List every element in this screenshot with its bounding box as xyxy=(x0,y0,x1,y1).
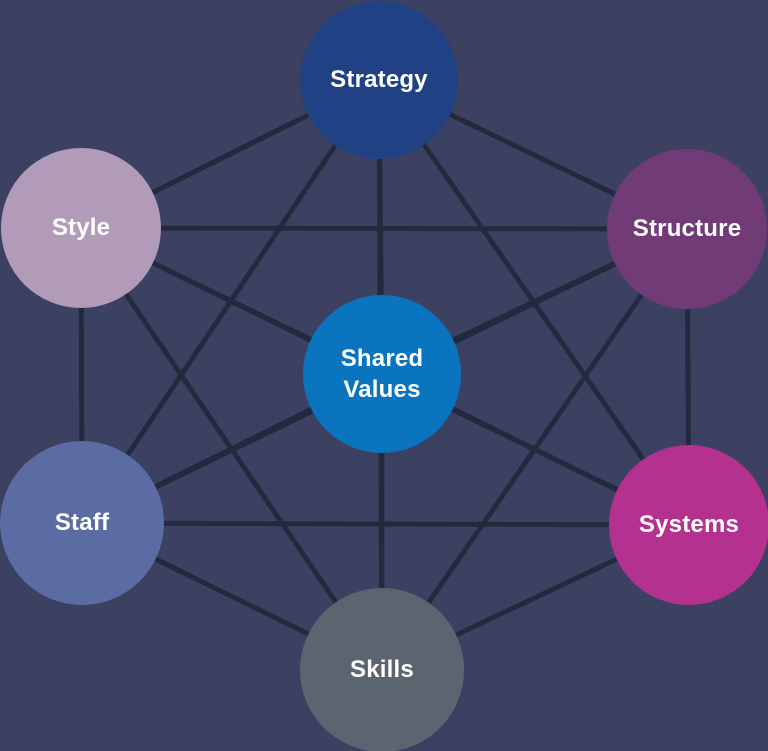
node-strategy: Strategy xyxy=(300,1,458,159)
node-shared-values: Shared Values xyxy=(303,295,461,453)
node-structure: Structure xyxy=(607,149,767,309)
node-skills-label: Skills xyxy=(350,656,414,684)
node-staff-label: Staff xyxy=(54,509,110,537)
node-shared-values-label: Shared Values xyxy=(340,344,424,403)
node-strategy-label: Strategy xyxy=(330,66,428,94)
node-skills: Skills xyxy=(300,588,464,751)
connector-staff-systems xyxy=(81,520,690,528)
node-style-label: Style xyxy=(51,214,111,242)
node-staff: Staff xyxy=(0,441,164,605)
connector-style-structure xyxy=(80,225,688,232)
node-systems: Systems xyxy=(609,445,768,605)
node-systems-label: Systems xyxy=(638,511,740,539)
node-style: Style xyxy=(1,148,161,308)
node-structure-label: Structure xyxy=(632,215,742,243)
